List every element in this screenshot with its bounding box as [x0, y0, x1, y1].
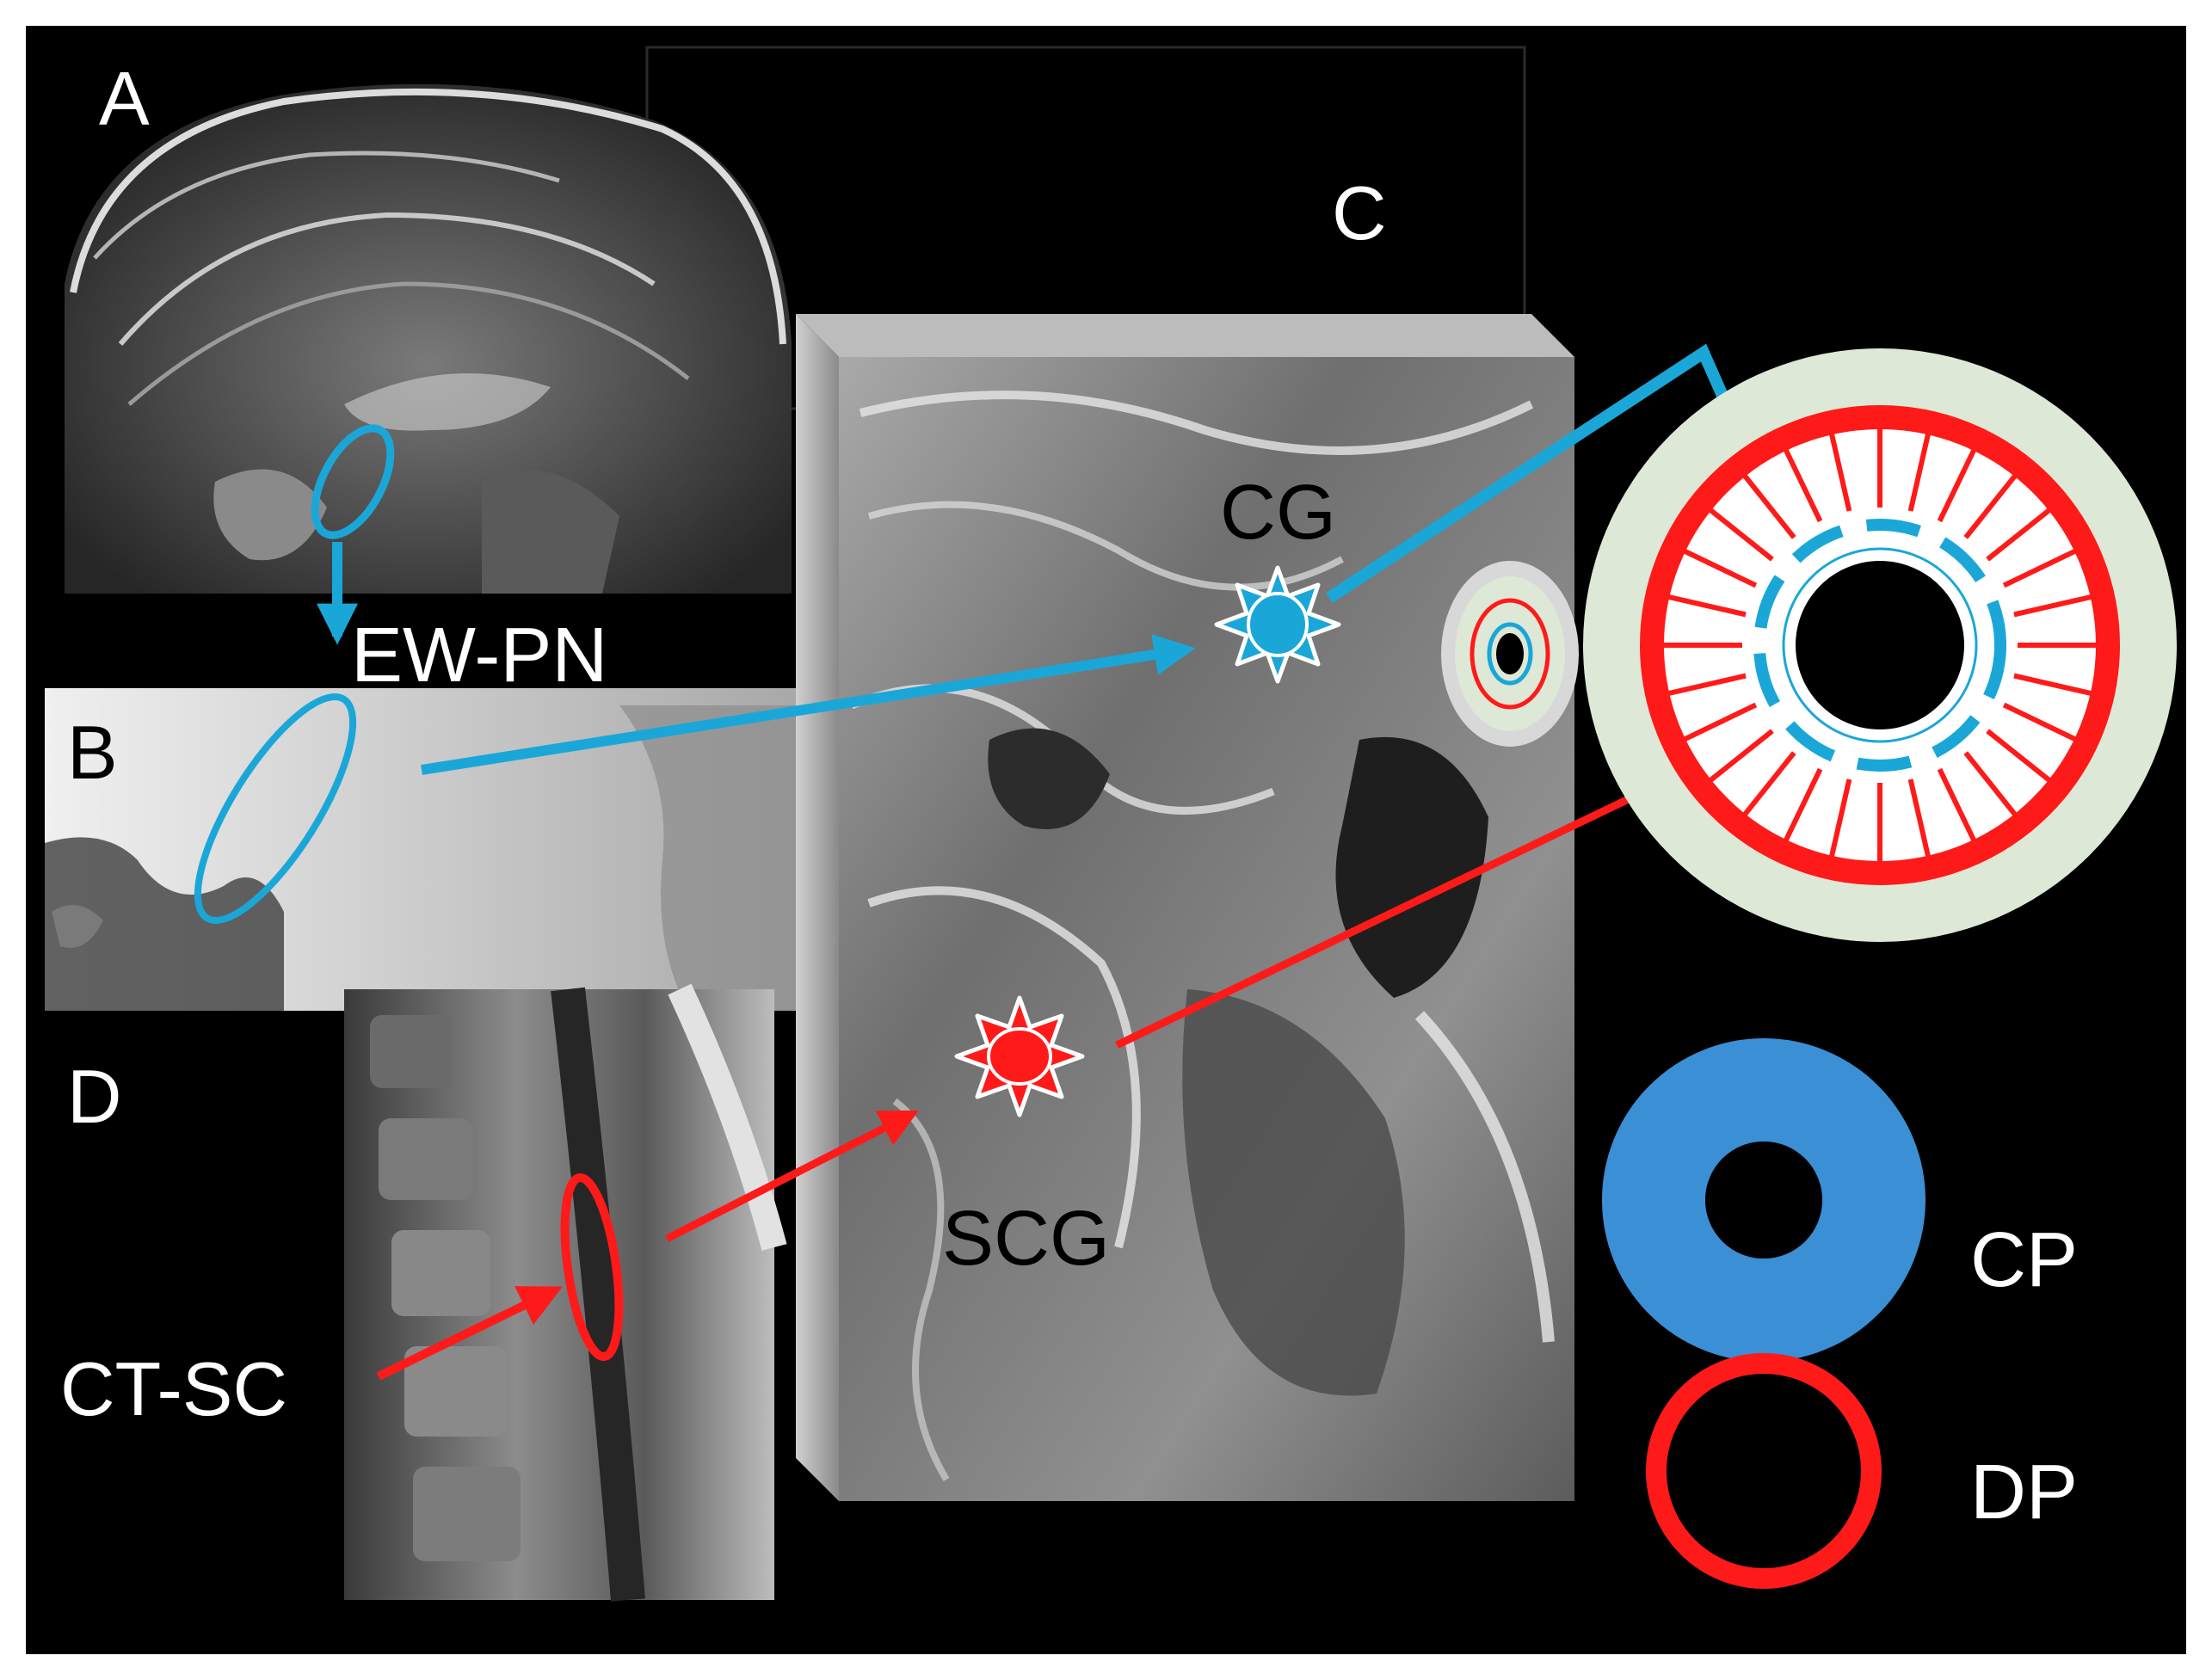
ew-pn-outline-brainstem [194, 693, 357, 924]
dilator-fiber [1741, 471, 1796, 539]
panel-d-spine-mri [344, 983, 787, 1602]
dilator-fiber [1963, 471, 2019, 539]
dilator-fiber [1782, 446, 1823, 523]
dilator-fiber [1680, 702, 1758, 743]
panel-label-b: B [67, 710, 118, 795]
dilator-fiber [2013, 673, 2095, 697]
dilator-fiber [1937, 767, 1978, 845]
panel-label-a: A [99, 56, 150, 141]
ct-sc-label: CT-SC [60, 1346, 287, 1431]
ew-pn-outline-brain [311, 424, 395, 539]
dilator-fiber [1907, 778, 1932, 860]
dilator-fiber [1706, 729, 1774, 785]
arrow-brainstem-to-cg [421, 634, 1196, 775]
dilator-fiber [1986, 506, 2054, 562]
scg-ganglion-icon [954, 995, 1085, 1117]
legend-cp-center [1705, 1142, 1822, 1258]
panel-label-d: D [67, 1054, 122, 1139]
dilator-fiber [1828, 778, 1852, 860]
dilator-fiber [1907, 430, 1932, 512]
small-eye-icon [1441, 561, 1579, 747]
cg-ganglion-icon [1214, 565, 1341, 684]
dilator-fiber [1706, 506, 1774, 562]
dilator-fiber [2002, 547, 2080, 588]
dilator-fiber [1665, 594, 1747, 618]
arrow-spine-to-scg [664, 1110, 920, 1243]
panel-b-brainstem-zoom [45, 688, 802, 1011]
dilator-fiber [1665, 673, 1747, 697]
dilator-fiber [1782, 767, 1823, 845]
ew-pn-label: EW-PN [351, 612, 607, 698]
dilator-radial-fibers [1661, 426, 2099, 865]
iris-diagram [1583, 348, 2177, 942]
dilator-fiber [2002, 702, 2080, 743]
legend-cp-label: CP [1970, 1217, 2078, 1303]
legend-dp-swatch [1646, 1353, 1882, 1589]
legend: CP DP [1602, 1038, 2078, 1589]
legend-dp-label: DP [1970, 1449, 2078, 1535]
dilator-fiber [1741, 751, 1796, 819]
dilator-fiber [2013, 594, 2095, 618]
arrow-ct-sc-label-to-spine [376, 1286, 563, 1381]
ct-sc-outline-spine [560, 1172, 624, 1362]
dilator-fiber [1937, 446, 1978, 523]
cg-label: CG [1220, 470, 1336, 556]
dilator-fiber [1986, 729, 2054, 785]
arrow-scg-to-iris [1115, 748, 1733, 1049]
panel-label-c: C [1332, 170, 1387, 255]
dilator-fiber [1680, 547, 1758, 588]
scg-label: SCG [942, 1196, 1110, 1282]
dilator-fiber [1828, 430, 1852, 512]
panel-c-head-block [796, 314, 1574, 1501]
legend-cp-swatch [1602, 1038, 1925, 1362]
panel-a-brain-mri [65, 83, 792, 594]
ew-pn-label-backdrop [344, 602, 749, 688]
dilator-fiber [1963, 751, 2019, 819]
